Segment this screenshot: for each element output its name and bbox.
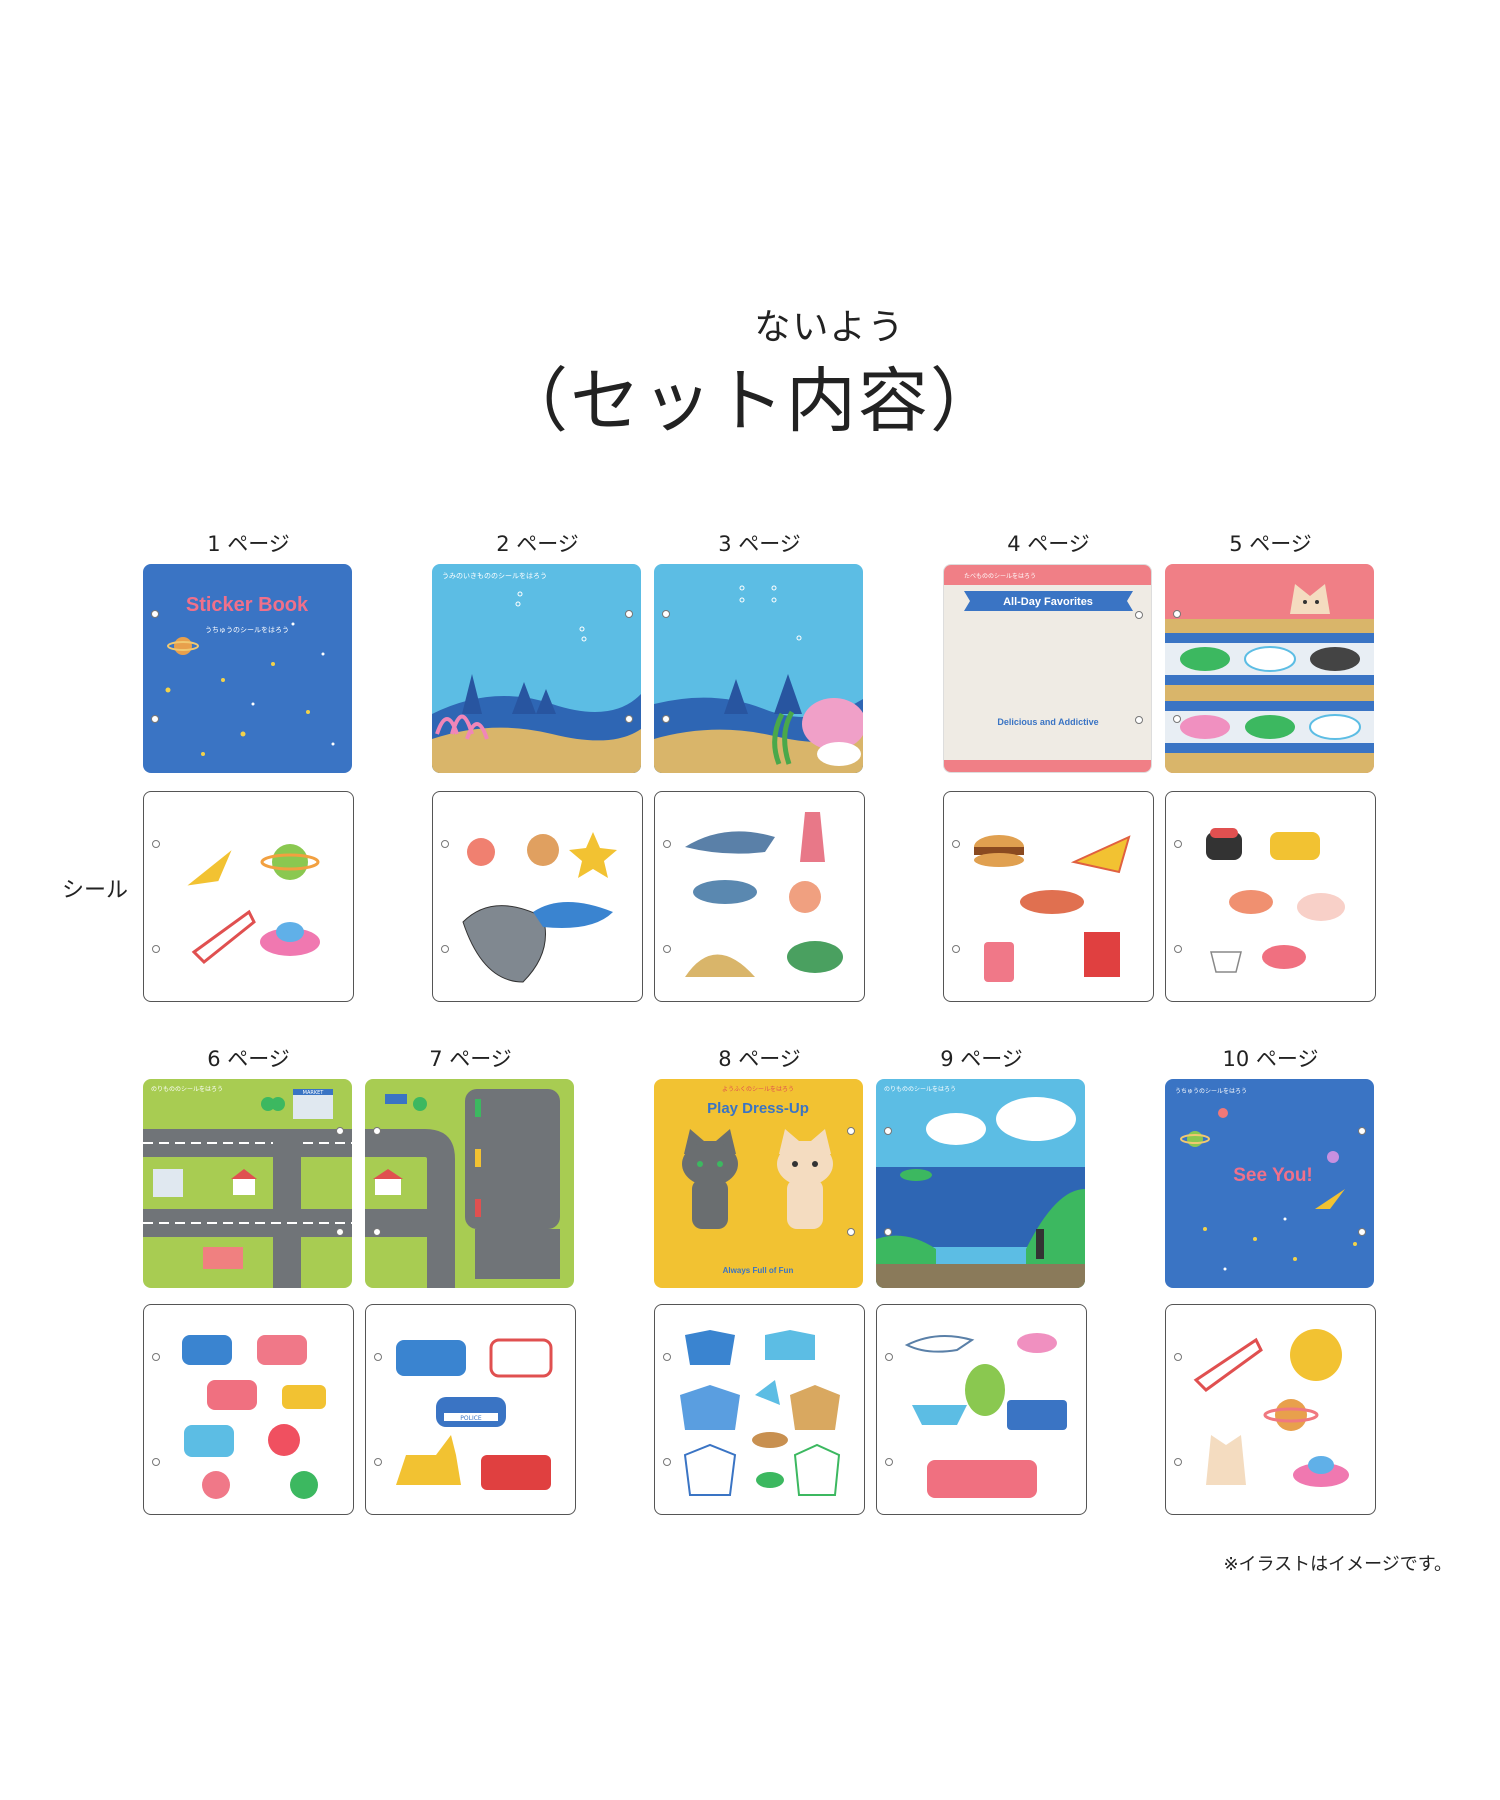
page-2-sea: うみのいきもののシールをはろう: [432, 564, 641, 773]
page-label-4: 4 ページ: [1007, 532, 1090, 556]
page-1-cover: Sticker Book うちゅうのシールをはろう: [143, 564, 352, 773]
sticker-sheet-8: [654, 1304, 865, 1515]
sticker-sheet-1: [143, 791, 354, 1002]
page-5-sushi: [1165, 564, 1374, 773]
page-10-subtitle: うちゅうのシールをはろう: [1175, 1088, 1247, 1095]
page-label-7: 7 ページ: [429, 1047, 512, 1071]
page-label-8: 8 ページ: [718, 1047, 801, 1071]
sticker-sheet-5: [1165, 791, 1376, 1002]
page-label-5: 5 ページ: [1229, 532, 1312, 556]
page-9-seaside: のりもののシールをはろう: [876, 1079, 1085, 1288]
sticker-sheet-7: POLICE: [365, 1304, 576, 1515]
page-7-road: [365, 1079, 574, 1288]
page-8-subtitle: ようふくのシールをはろう: [722, 1086, 794, 1093]
page-label-1: 1 ページ: [207, 532, 290, 556]
page-3-sea: [654, 564, 863, 773]
page-label-2: 2 ページ: [496, 532, 579, 556]
page-8-footer: Always Full of Fun: [723, 1266, 794, 1275]
disclaimer-note: ※イラストはイメージです。: [1223, 1554, 1452, 1575]
page-label-3: 3 ページ: [718, 532, 801, 556]
page-10-space: うちゅうのシールをはろう See You!: [1165, 1079, 1374, 1288]
page-title: （セット内容）: [498, 360, 1002, 442]
sticker-sheet-2: [432, 791, 643, 1002]
sticker-row-label: シール: [62, 878, 129, 903]
sticker-sheet-9: [876, 1304, 1087, 1515]
police-car-label: POLICE: [460, 1415, 482, 1422]
page-label-9: 9 ページ: [940, 1047, 1023, 1071]
page-4-banner: All-Day Favorites: [1003, 596, 1093, 608]
sticker-sheet-6: [143, 1304, 354, 1515]
page-6-subtitle: のりもののシールをはろう: [151, 1086, 223, 1093]
page-4-food-cover: たべもののシールをはろう All-Day Favorites Delicious…: [943, 564, 1152, 773]
page-10-title: See You!: [1233, 1165, 1313, 1186]
page-label-10: 10 ページ: [1222, 1047, 1319, 1071]
market-sign: MARKET: [303, 1090, 325, 1096]
title-ruby: ないよう: [754, 307, 906, 348]
sticker-sheet-4: [943, 791, 1154, 1002]
sticker-sheet-10: [1165, 1304, 1376, 1515]
page-9-subtitle: のりもののシールをはろう: [884, 1086, 956, 1093]
cover-subtitle: うちゅうのシールをはろう: [205, 626, 289, 634]
page-label-6: 6 ページ: [207, 1047, 290, 1071]
page-8-dressup: ようふくのシールをはろう Play Dress-Up Always Full o…: [654, 1079, 863, 1288]
page-8-title: Play Dress-Up: [707, 1100, 809, 1117]
page-4-subtitle: たべもののシールをはろう: [964, 573, 1036, 580]
page-4-footer: Delicious and Addictive: [997, 717, 1098, 727]
cover-title: Sticker Book: [186, 594, 309, 616]
page-2-subtitle: うみのいきもののシールをはろう: [442, 572, 547, 580]
sticker-sheet-3: [654, 791, 865, 1002]
page-6-town: のりもののシールをはろう MARKET: [143, 1079, 352, 1288]
